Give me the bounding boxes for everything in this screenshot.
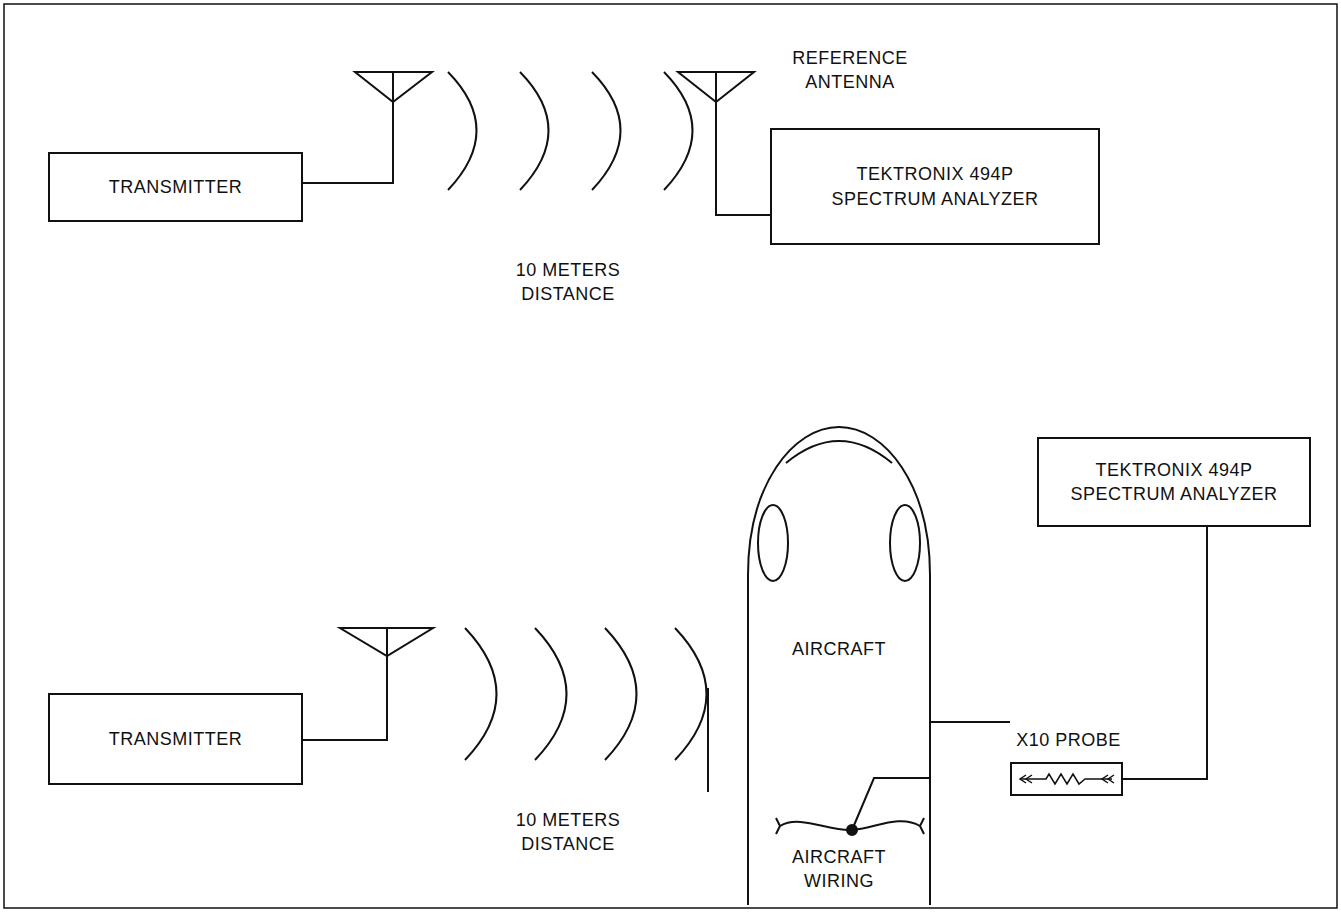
box-text: TRANSMITTER — [109, 727, 243, 751]
resistor-symbol — [1012, 764, 1121, 794]
fuselage — [748, 427, 930, 905]
box-text: TEKTRONIX 494P SPECTRUM ANALYZER — [830, 162, 1040, 211]
reference-antenna — [678, 72, 770, 215]
box-text: TRANSMITTER — [109, 175, 243, 199]
aircraft-skin-line — [707, 688, 709, 792]
aircraft-label: AIRCRAFT — [748, 637, 930, 661]
aircraft-wiring — [776, 778, 930, 835]
wiring-label: AIRCRAFT WIRING — [779, 845, 899, 894]
radio-waves — [448, 72, 693, 190]
analyzer-box: TEKTRONIX 494P SPECTRUM ANALYZER — [770, 128, 1100, 245]
aircraft-outline: AIRCRAFT AIRCRAFT WIRING — [748, 425, 930, 905]
box-text: TEKTRONIX 494P SPECTRUM ANALYZER — [1069, 458, 1279, 507]
antenna-label: REFERENCE ANTENNA — [780, 46, 920, 95]
probe-box: X10 PROBE — [1010, 762, 1123, 796]
distance-label: 10 METERS DISTANCE — [488, 258, 648, 307]
probe-label: X10 PROBE — [992, 728, 1145, 752]
probe-tip — [1102, 775, 1114, 783]
transmitter-box: TRANSMITTER — [48, 152, 303, 222]
aircraft-shape — [748, 425, 930, 905]
radio-waves — [465, 628, 707, 760]
transmit-antenna — [303, 628, 433, 740]
canopy — [786, 441, 892, 463]
distance-label: 10 METERS DISTANCE — [488, 808, 648, 857]
probe-tip — [1020, 775, 1032, 783]
resistor-zigzag — [1020, 774, 1112, 784]
transmitter-box: TRANSMITTER — [48, 693, 303, 785]
analyzer-box: TEKTRONIX 494P SPECTRUM ANALYZER — [1037, 437, 1311, 527]
frame — [4, 4, 1337, 908]
connector-wire — [1123, 527, 1207, 779]
window — [890, 505, 920, 581]
transmit-antenna — [303, 72, 432, 183]
window — [758, 505, 788, 581]
connector-wire — [930, 721, 1010, 723]
